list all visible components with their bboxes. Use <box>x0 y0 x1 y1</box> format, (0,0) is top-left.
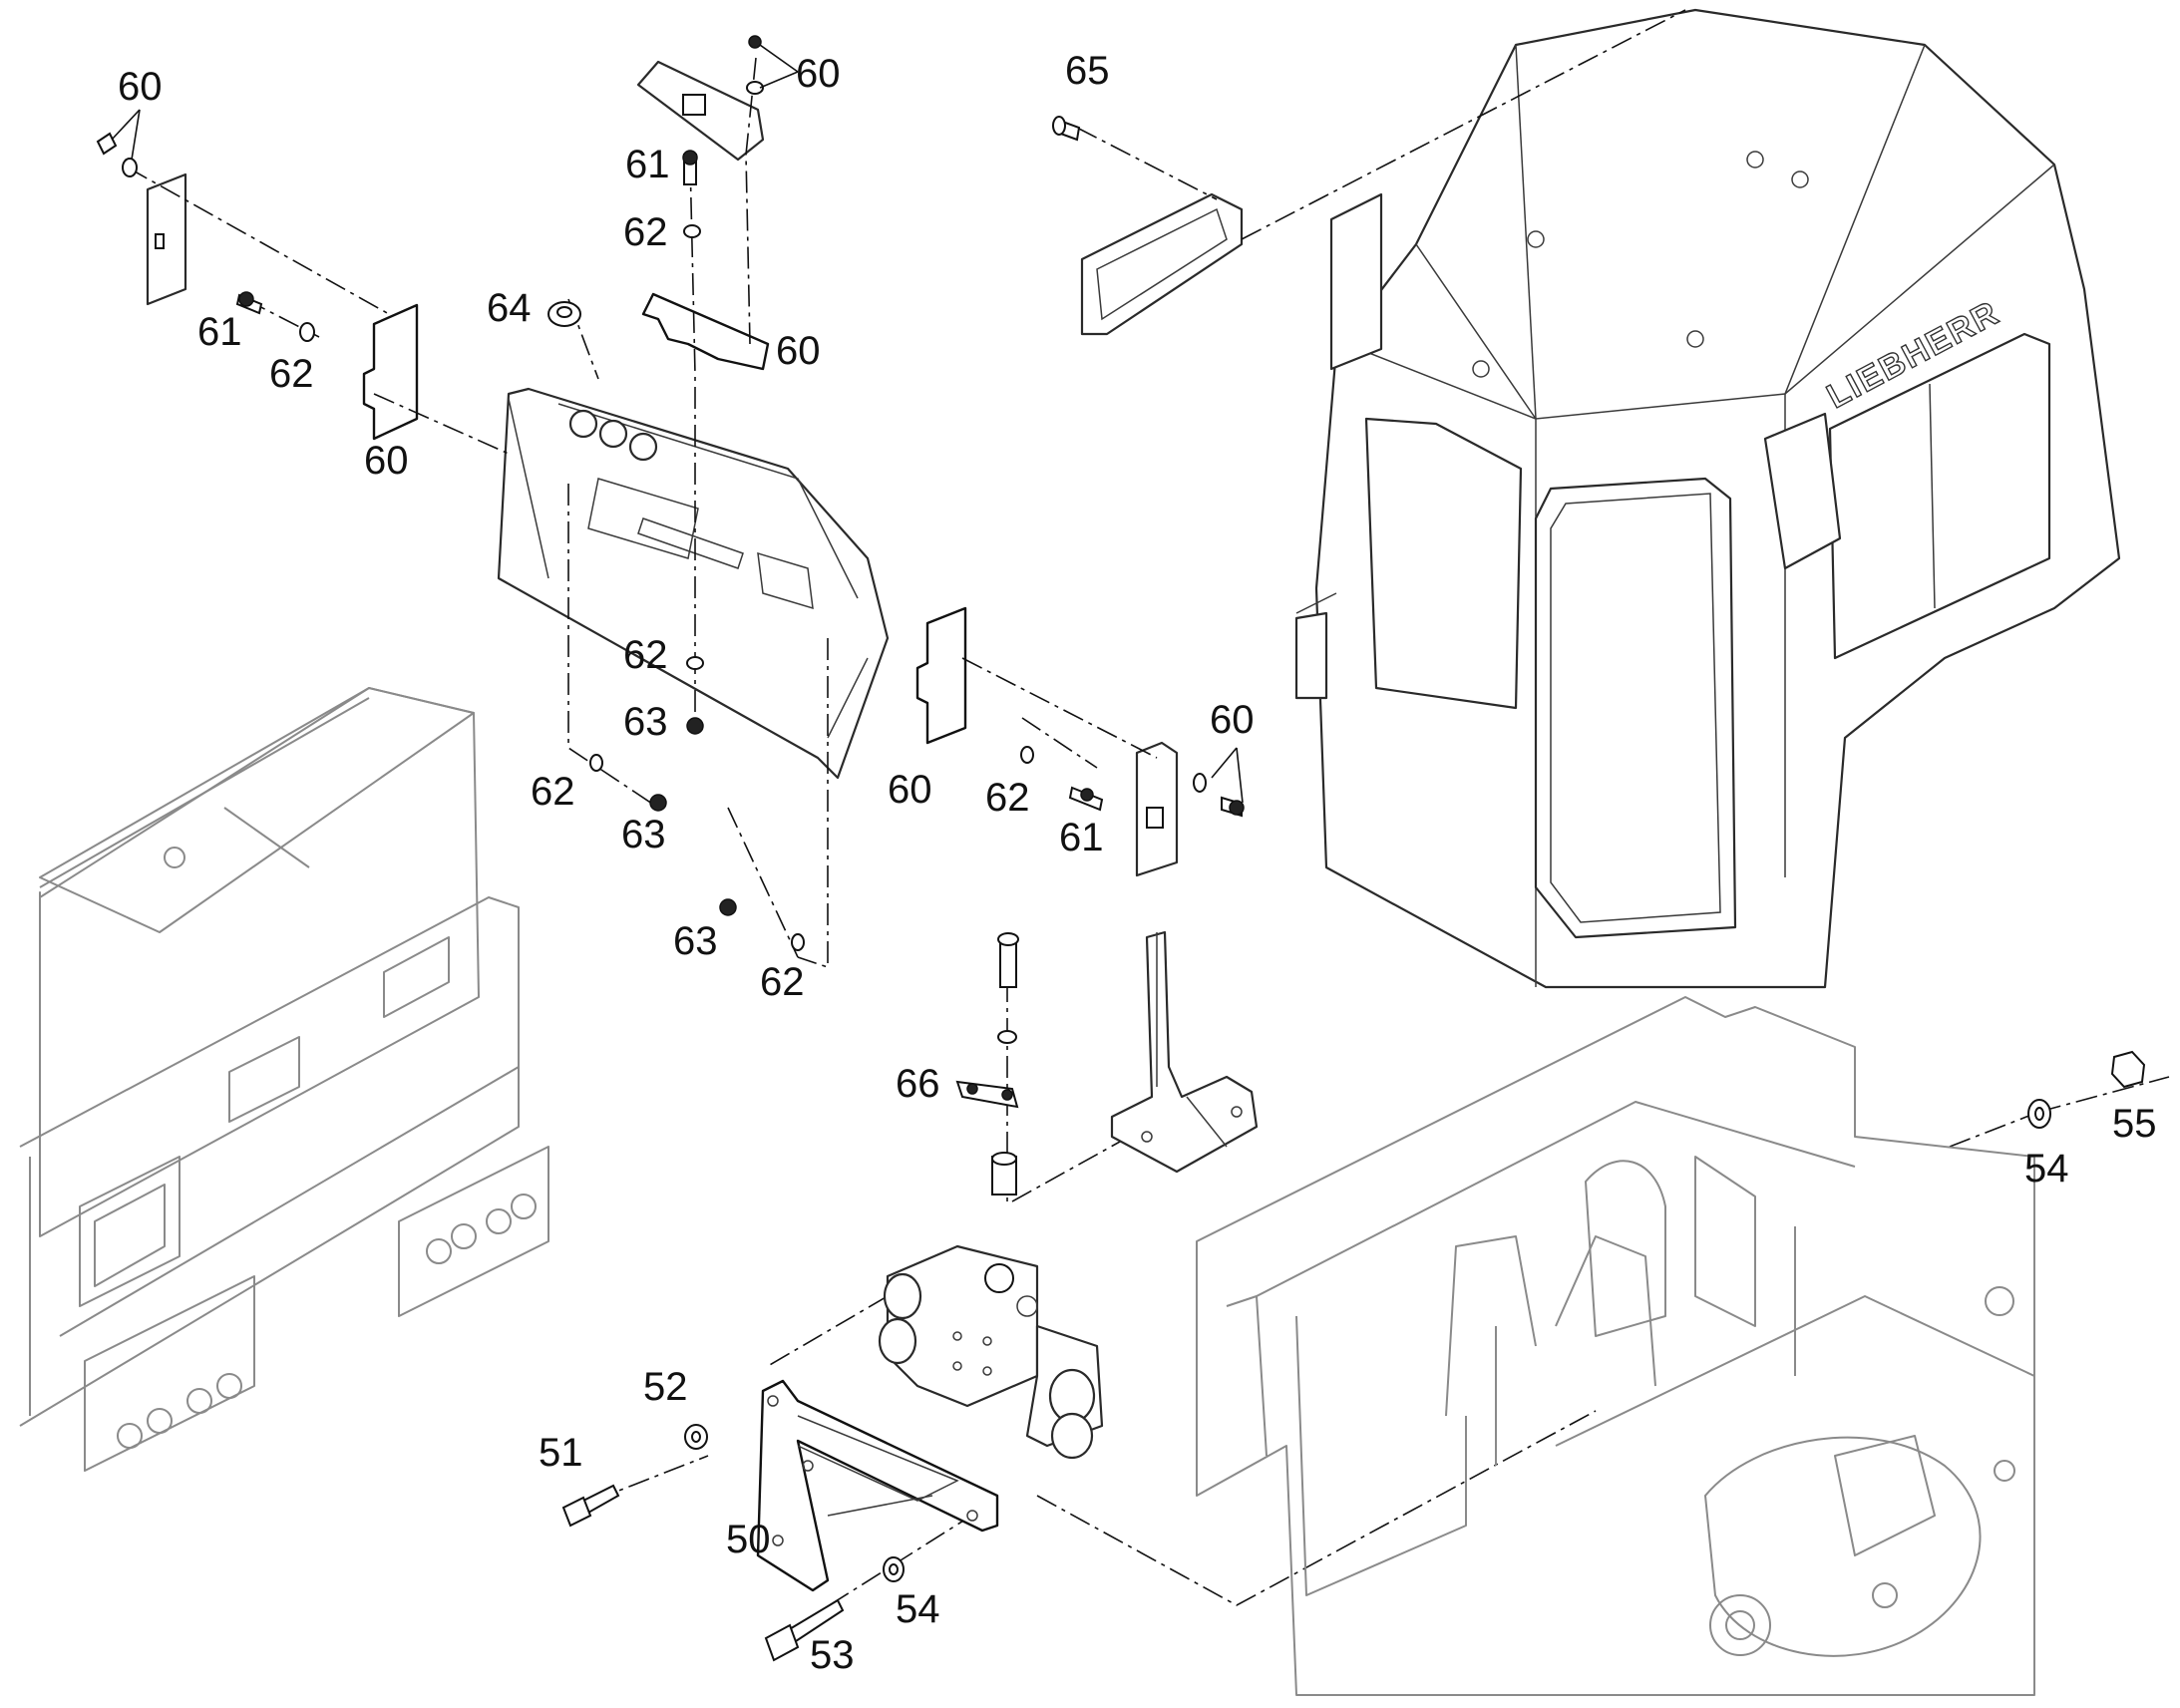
callout-53: 53 <box>810 1633 855 1677</box>
bracket-fasteners <box>561 1050 2146 1662</box>
callout-60-top: 60 <box>796 52 841 96</box>
bracket-plate-top <box>641 292 770 371</box>
callout-62-lower: 62 <box>760 960 805 1004</box>
callout-61-top: 61 <box>625 143 670 186</box>
camera-housing-top <box>636 60 765 162</box>
bracket-plate-left <box>362 303 419 441</box>
callout-60-top-left: 60 <box>118 65 163 109</box>
callout-60-right-bracket: 60 <box>888 768 932 812</box>
callout-65: 65 <box>1065 49 1110 93</box>
callout-55: 55 <box>2112 1102 2157 1146</box>
callout-60-left-bracket: 60 <box>364 439 409 483</box>
callout-62-lower-left: 62 <box>531 770 575 814</box>
cab-mirror <box>1763 412 1842 570</box>
fasteners <box>96 35 1245 951</box>
hydraulic-fittings <box>117 1194 537 1449</box>
bracket-plate-right <box>915 606 967 745</box>
callout-pointer-lines <box>111 44 1244 804</box>
steering-column-mount <box>1110 930 1259 1174</box>
callout-51: 51 <box>539 1431 583 1475</box>
callout-62-center: 62 <box>623 633 668 677</box>
callout-60-right: 60 <box>1210 698 1255 742</box>
rear-chassis-frame <box>1196 996 2035 1696</box>
callout-61-right: 61 <box>1059 816 1104 859</box>
callout-66: 66 <box>896 1062 940 1106</box>
dashboard-console <box>497 387 890 780</box>
callout-62-right: 62 <box>985 776 1030 820</box>
callout-54-bottom: 54 <box>896 1587 940 1631</box>
callout-52: 52 <box>643 1365 688 1409</box>
callout-50: 50 <box>726 1518 771 1561</box>
callout-61-left: 61 <box>197 310 242 354</box>
cover-plate-65 <box>1080 192 1244 336</box>
engine-hood-assembly <box>19 687 549 1472</box>
switch-plate-right <box>1135 741 1179 877</box>
callout-63-lower-left: 63 <box>621 813 666 856</box>
hydraulic-valve-block <box>878 1244 1104 1460</box>
pivot-pin-assembly <box>955 932 1019 1196</box>
operator-cab: LIEBHERR <box>1294 8 2121 989</box>
switch-plate-top-left <box>146 172 187 306</box>
callout-63-center: 63 <box>623 700 668 744</box>
callout-62-left: 62 <box>269 352 314 396</box>
mounting-bracket-50 <box>756 1379 999 1592</box>
callout-62-top: 62 <box>623 210 668 254</box>
callout-63-lower: 63 <box>673 919 718 963</box>
callout-64: 64 <box>487 286 532 330</box>
callout-labels: 60 61 62 60 64 60 61 62 60 65 62 63 62 6… <box>118 49 2157 1677</box>
callout-54-right: 54 <box>2024 1147 2069 1191</box>
callout-60-top-bracket: 60 <box>776 329 821 373</box>
